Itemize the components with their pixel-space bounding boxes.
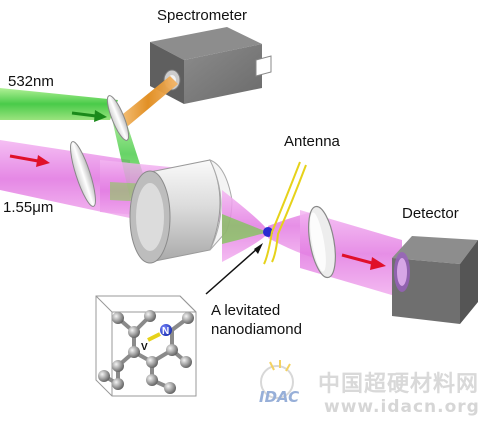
mirror-ir (70, 141, 96, 207)
orange-beam (118, 76, 178, 126)
wavelength-green-label: 532nm (8, 73, 54, 90)
spectrometer-box (150, 27, 272, 104)
detector-box (392, 236, 478, 324)
nanodiamond-pointer (205, 243, 263, 295)
collimating-lens (308, 205, 336, 279)
nanodiamond-label-line1: A levitated (211, 302, 281, 319)
watermark-url: www.idacn.org (324, 397, 480, 417)
antenna-label: Antenna (284, 133, 340, 150)
idac-logo: IDAC (259, 360, 299, 406)
focused-beam (222, 190, 322, 262)
detector-label: Detector (402, 205, 459, 222)
arrow-ir-input (9, 154, 50, 167)
objective-lens (129, 159, 233, 264)
arrow-green-input (71, 110, 107, 122)
arrow-output (341, 253, 386, 270)
nitrogen-atom (160, 324, 172, 336)
nanodiamond-label-line2: nanodiamond (211, 321, 302, 338)
antenna-wires (263, 161, 307, 265)
watermark-cn-text: 中国超硬材料网 (318, 372, 480, 397)
wavelength-ir-label: 1.55μm (3, 199, 54, 216)
idac-logo-text: IDAC (259, 388, 299, 406)
mirror-green (106, 95, 130, 141)
nv-label-v: V (141, 342, 148, 353)
nanodiamond-particle (263, 227, 273, 237)
nv-label-n: N (162, 326, 169, 337)
diamond-lattice-inset: N V (95, 295, 197, 397)
spectrometer-label: Spectrometer (157, 7, 248, 24)
green-beam-input (0, 88, 118, 120)
